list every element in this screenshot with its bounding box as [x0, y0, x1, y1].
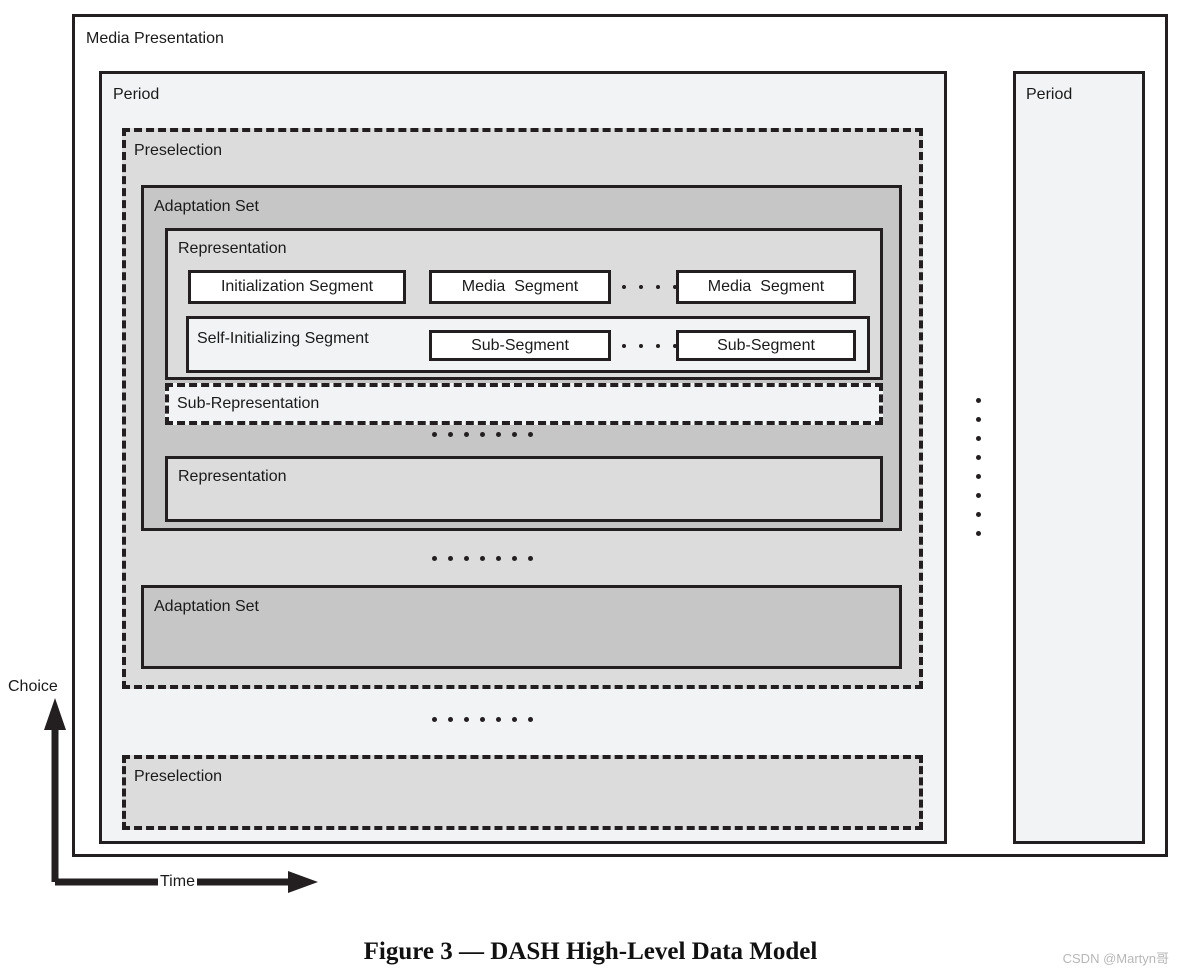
ellipsis-dots-representations — [432, 432, 533, 437]
media-presentation-label: Media Presentation — [86, 30, 224, 47]
choice-axis-label: Choice — [6, 678, 60, 696]
sub-segment-box-2: Sub-Segment — [676, 330, 856, 361]
preselection-label-bottom: Preselection — [134, 768, 223, 785]
period-label-main: Period — [113, 86, 160, 103]
ellipsis-dots-sub-segments — [622, 344, 677, 348]
period-label-right: Period — [1026, 86, 1073, 103]
sub-representation-box: Sub-Representation — [165, 383, 883, 425]
period-box-right: Period — [1013, 71, 1145, 844]
watermark-text: CSDN @Martyn哥 — [1062, 951, 1169, 966]
figure-caption: Figure 3 — DASH High-Level Data Model — [363, 938, 818, 965]
adaptation-set-box-2: Adaptation Set — [141, 585, 902, 669]
choice-arrowhead — [44, 698, 66, 730]
preselection-label-top: Preselection — [134, 142, 223, 159]
representation-box-2: Representation — [165, 456, 883, 522]
adaptation-set-label-2: Adaptation Set — [154, 598, 259, 615]
time-axis-label: Time — [158, 873, 197, 891]
ellipsis-dots-preselections — [432, 717, 533, 722]
time-arrowhead — [288, 871, 318, 893]
preselection-box-bottom: Preselection — [122, 755, 923, 830]
representation-label-2: Representation — [178, 468, 287, 485]
initialization-segment-box: Initialization Segment — [188, 270, 406, 304]
ellipsis-dots-media-segments — [622, 285, 677, 289]
sub-segment-box-1: Sub-Segment — [429, 330, 611, 361]
media-segment-box-1: Media Segment — [429, 270, 611, 304]
media-segment-box-2: Media Segment — [676, 270, 856, 304]
ellipsis-dots-adaptation-sets — [432, 556, 533, 561]
self-initializing-segment-label: Self-Initializing Segment — [197, 330, 369, 347]
sub-representation-label: Sub-Representation — [177, 395, 320, 412]
representation-label-1: Representation — [178, 240, 287, 257]
ellipsis-dots-periods — [976, 398, 981, 536]
adaptation-set-label-1: Adaptation Set — [154, 198, 259, 215]
